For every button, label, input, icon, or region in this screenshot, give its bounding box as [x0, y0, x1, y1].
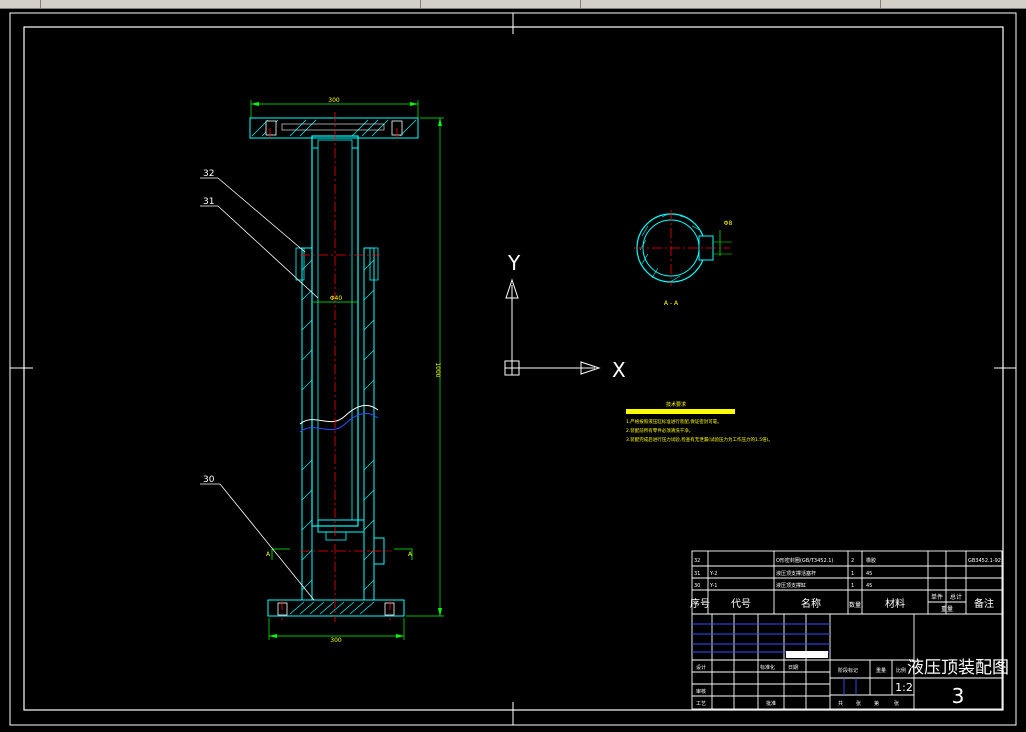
part-name: O形密封圈(GB/T3452.1) — [776, 557, 833, 564]
bottom-flange — [267, 599, 405, 617]
technical-notes: 技术要求 1.严格按照液压缸标准进行装配,保证密封可靠。 2.装配前所有零件必须… — [626, 401, 773, 443]
sheet-total-label: 共 — [838, 700, 843, 707]
stage-weight-label: 重量 — [876, 667, 886, 674]
dim-bore-text: Φ40 — [330, 295, 343, 302]
title-block: 32 O形密封圈(GB/T3452.1) 2 橡胶 GB3452.1-92 31… — [690, 550, 1009, 710]
leader-lines — [200, 177, 319, 601]
part-code: Y-2 — [709, 571, 717, 577]
axis-y-label: Y — [507, 251, 521, 275]
notes-line-3: 3.装配完成后进行压力试验,检查有无泄漏(试验压力为工作压力的1.5倍)。 — [626, 436, 773, 443]
axis-x-label: X — [612, 358, 626, 382]
strip-segment[interactable] — [0, 0, 41, 8]
header-total-weight: 总计 — [950, 593, 962, 601]
dim-height-text: 1000 — [434, 362, 441, 377]
stage-scale-label: 比例 — [896, 667, 906, 674]
title-block-filled-cell — [786, 651, 828, 658]
part-name: 液压顶支撑缸 — [776, 582, 806, 589]
header-material: 材料 — [885, 597, 905, 610]
header-weight: 重量 — [941, 605, 953, 613]
top-flange — [249, 117, 419, 139]
dim-bottom-text: 300 — [330, 637, 342, 644]
sign-process: 工艺 — [696, 701, 706, 707]
stage-marks-label: 阶段标记 — [838, 667, 858, 674]
header-no: 序号 — [690, 597, 710, 610]
header-qty: 数量 — [849, 601, 861, 609]
part-no: 32 — [694, 558, 700, 564]
drawing-frame — [9, 12, 1017, 726]
notes-line-1: 1.严格按照液压缸标准进行装配,保证密封可靠。 — [626, 418, 722, 425]
section-cut-markers — [271, 548, 413, 560]
section-mark-left: A — [266, 551, 271, 558]
dimension-lines — [250, 100, 721, 640]
strip-segment[interactable] — [420, 0, 581, 8]
sign-check: 审核 — [696, 688, 706, 695]
part-material: 45 — [866, 571, 872, 577]
sheet-total-unit: 张 — [856, 700, 861, 707]
strip-segment[interactable] — [40, 0, 421, 8]
notes-heading: 技术要求 — [666, 401, 686, 408]
strip-segment[interactable] — [580, 0, 881, 8]
part-material: 45 — [866, 583, 872, 589]
break-lines — [299, 405, 379, 433]
leader-label-30: 30 — [203, 475, 215, 485]
sign-approve: 批准 — [766, 700, 776, 707]
part-qty: 1 — [851, 571, 854, 577]
sheet-no-label: 第 — [874, 700, 879, 707]
scale-value: 1:2 — [895, 681, 913, 694]
part-code: Y-1 — [709, 583, 717, 589]
notes-line-2: 2.装配前所有零件必须清洗干净。 — [626, 427, 693, 434]
header-unit-weight: 单件 — [931, 593, 943, 601]
part-qty: 2 — [851, 558, 854, 564]
part-name: 液压顶支撑活塞杆 — [776, 570, 816, 577]
dim-hole-text: Φ8 — [724, 220, 733, 227]
leader-label-32: 32 — [203, 169, 214, 179]
drawing-number: 3 — [952, 684, 965, 708]
sheet-no-unit: 张 — [894, 700, 899, 707]
part-no: 31 — [694, 571, 700, 577]
dimension-arrows — [251, 102, 442, 638]
sign-design: 设计 — [696, 664, 706, 671]
sign-standard: 标准化 — [760, 664, 775, 671]
window-top-strip — [0, 0, 1026, 9]
header-code: 代号 — [731, 598, 751, 610]
section-mark-right: A — [408, 551, 413, 558]
drawing-title: 液压顶装配图 — [907, 658, 1009, 678]
dim-top-text: 300 — [328, 97, 340, 104]
leader-label-31: 31 — [203, 197, 214, 207]
header-remark: 备注 — [974, 597, 994, 610]
sign-date: 日期 — [788, 665, 798, 671]
center-lines — [269, 112, 398, 622]
part-no: 30 — [694, 583, 700, 589]
section-view-a-a — [634, 210, 732, 286]
part-qty: 1 — [851, 583, 854, 589]
part-remark: GB3452.1-92 — [968, 558, 1001, 564]
header-name: 名称 — [801, 597, 821, 610]
ucs-axis-icon — [504, 278, 601, 376]
section-view-label: A - A — [664, 300, 679, 307]
part-material: 橡胶 — [866, 557, 876, 564]
